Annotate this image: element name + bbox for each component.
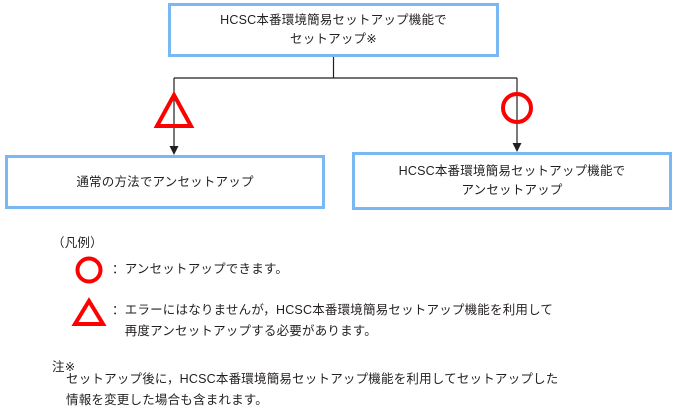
process-box-hcsc-unsetup: HCSC本番環境簡易セットアップ機能で アンセットアップ [352,152,672,210]
note-body: セットアップ後に，HCSC本番環境簡易セットアップ機能を利用してセットアップした… [66,372,559,407]
warning-triangle-icon [153,90,195,128]
process-box-normal-unsetup-label: 通常の方法でアンセットアップ [76,174,254,189]
note-title: 注※ [52,360,76,374]
process-box-setup-label: HCSC本番環境簡易セットアップ機能で セットアップ※ [220,13,447,46]
process-box-setup: HCSC本番環境簡易セットアップ機能で セットアップ※ [168,3,499,57]
process-box-normal-unsetup: 通常の方法でアンセットアップ [5,155,325,209]
legend-item-circle-label: ：アンセットアップできます。 [112,262,289,276]
legend-title: （凡例） [52,236,103,250]
legend-ok-circle-icon [75,256,103,284]
legend-warning-triangle-icon [71,297,107,326]
ok-circle-icon [501,92,533,124]
legend-item-triangle-label: ：エラーにはなりませんが，HCSC本番環境簡易セットアップ機能を利用して 再度ア… [112,303,554,338]
process-box-hcsc-unsetup-label: HCSC本番環境簡易セットアップ機能で アンセットアップ [398,164,626,197]
